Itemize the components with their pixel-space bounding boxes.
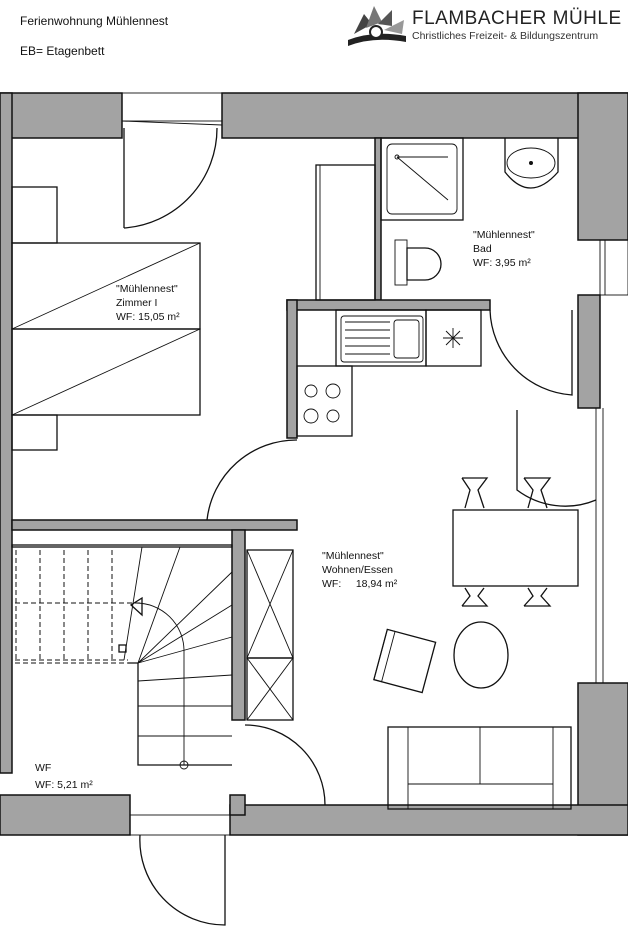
cabinet — [246, 549, 294, 721]
toilet — [394, 239, 442, 286]
room-type: Wohnen/Essen — [322, 564, 394, 576]
sofa — [387, 726, 572, 810]
logo-name: FLAMBACHER MÜHLE — [412, 8, 622, 29]
room-label-wohnen: "Mühlennest" Wohnen/Essen WF: 18,94 m² — [322, 549, 397, 591]
wardrobe — [315, 164, 376, 301]
room-type: WF — [35, 762, 52, 774]
armchair — [373, 628, 437, 694]
plan-title: Ferienwohnung Mühlennest — [20, 14, 169, 28]
room-label-zimmer: "Mühlennest" Zimmer I WF: 15,05 m² — [116, 282, 180, 324]
room-area: WF: 15,05 m² — [116, 311, 180, 323]
room-type: Zimmer I — [116, 297, 158, 309]
logo: FLAMBACHER MÜHLE Christliches Freizeit- … — [344, 2, 628, 48]
washbasin — [504, 138, 559, 189]
room-area: WF: 18,94 m² — [322, 578, 398, 590]
windows — [121, 92, 628, 836]
room-type: Bad — [473, 243, 492, 255]
round-table — [453, 621, 509, 689]
kitchen — [296, 309, 482, 437]
bunk-bed — [11, 186, 201, 451]
room-label-bad: "Mühlennest" Bad WF: 3,95 m² — [473, 228, 535, 270]
logo-tagline: Christliches Freizeit- & Bildungszentrum — [412, 30, 599, 42]
interior-walls — [11, 137, 491, 721]
room-name: "Mühlennest" — [116, 283, 178, 295]
staircase — [11, 544, 233, 770]
shower — [380, 137, 464, 221]
dining-table — [452, 477, 579, 607]
room-name: "Mühlennest" — [322, 550, 384, 562]
room-area: WF: 3,95 m² — [473, 257, 531, 269]
doors — [123, 127, 597, 926]
exterior-walls — [0, 92, 628, 836]
plan-legend: EB= Etagenbett — [20, 44, 105, 58]
mill-logo-icon — [348, 6, 406, 46]
room-label-wf: WF WF: 5,21 m² — [35, 761, 93, 792]
room-area: WF: 5,21 m² — [35, 779, 93, 791]
room-name: "Mühlennest" — [473, 229, 535, 241]
